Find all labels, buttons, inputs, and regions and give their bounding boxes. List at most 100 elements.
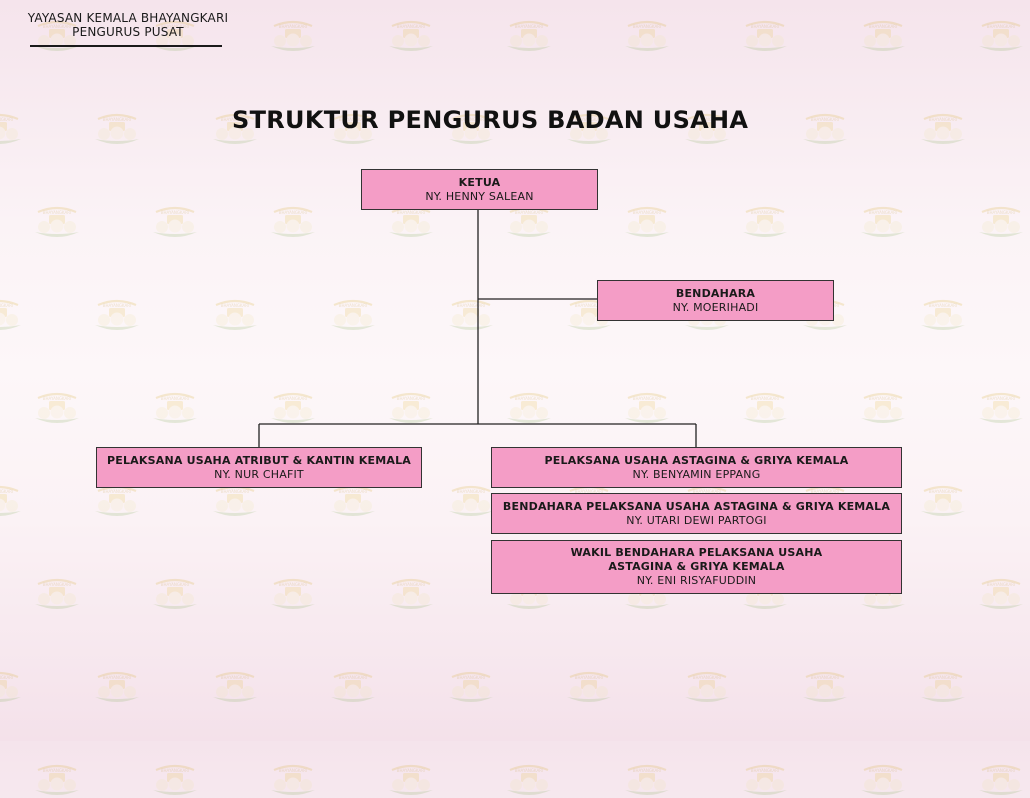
emblem-watermark-icon: BHAYANGKARI xyxy=(449,299,493,330)
emblem-watermark-icon: BHAYANGKARI xyxy=(271,578,315,609)
node-bendahara-astagina: BENDAHARA PELAKSANA USAHA ASTAGINA & GRI… xyxy=(491,493,902,534)
emblem-watermark-icon: BHAYANGKARI xyxy=(507,20,551,51)
emblem-watermark-icon: BHAYANGKARI xyxy=(213,113,257,144)
svg-text:BHAYANGKARI: BHAYANGKARI xyxy=(339,675,367,680)
emblem-watermark-icon: BHAYANGKARI xyxy=(625,764,669,795)
svg-text:BHAYANGKARI: BHAYANGKARI xyxy=(515,396,543,401)
svg-text:BHAYANGKARI: BHAYANGKARI xyxy=(457,117,485,122)
svg-text:BHAYANGKARI: BHAYANGKARI xyxy=(161,210,189,215)
svg-text:BHAYANGKARI: BHAYANGKARI xyxy=(987,210,1015,215)
node-role: PELAKSANA USAHA ASTAGINA & GRIYA KEMALA xyxy=(544,453,849,467)
emblem-watermark-icon: BHAYANGKARI xyxy=(95,485,139,516)
emblem-watermark-icon: BHAYANGKARI xyxy=(153,20,197,51)
emblem-watermark-icon: BHAYANGKARI xyxy=(685,113,729,144)
svg-text:BHAYANGKARI: BHAYANGKARI xyxy=(929,489,957,494)
svg-text:BHAYANGKARI: BHAYANGKARI xyxy=(693,489,721,494)
emblem-watermark-icon: BHAYANGKARI xyxy=(861,206,905,237)
svg-text:BHAYANGKARI: BHAYANGKARI xyxy=(575,675,603,680)
emblem-watermark-icon: BHAYANGKARI xyxy=(389,764,433,795)
emblem-watermark-icon: BHAYANGKARI xyxy=(625,206,669,237)
node-bendahara: BENDAHARA NY. MOERIHADI xyxy=(597,280,834,321)
svg-text:BHAYANGKARI: BHAYANGKARI xyxy=(279,768,307,773)
svg-text:BHAYANGKARI: BHAYANGKARI xyxy=(279,210,307,215)
node-wakil-bendahara: WAKIL BENDAHARA PELAKSANA USAHA ASTAGINA… xyxy=(491,540,902,594)
node-person: NY. BENYAMIN EPPANG xyxy=(632,467,761,481)
emblem-watermark-icon: BHAYANGKARI xyxy=(979,764,1023,795)
emblem-watermark-icon: BHAYANGKARI xyxy=(331,299,375,330)
emblem-watermark-icon: BHAYANGKARI xyxy=(35,206,79,237)
svg-text:BHAYANGKARI: BHAYANGKARI xyxy=(279,396,307,401)
svg-text:BHAYANGKARI: BHAYANGKARI xyxy=(869,210,897,215)
svg-text:BHAYANGKARI: BHAYANGKARI xyxy=(0,675,13,680)
svg-text:BHAYANGKARI: BHAYANGKARI xyxy=(339,489,367,494)
svg-text:BHAYANGKARI: BHAYANGKARI xyxy=(0,117,13,122)
svg-text:BHAYANGKARI: BHAYANGKARI xyxy=(575,489,603,494)
svg-text:BHAYANGKARI: BHAYANGKARI xyxy=(633,396,661,401)
svg-text:BHAYANGKARI: BHAYANGKARI xyxy=(161,768,189,773)
emblem-watermark-icon: BHAYANGKARI xyxy=(213,671,257,702)
emblem-watermark-icon: BHAYANGKARI xyxy=(271,20,315,51)
emblem-watermark-icon: BHAYANGKARI xyxy=(271,206,315,237)
emblem-watermark-icon: BHAYANGKARI xyxy=(507,764,551,795)
emblem-watermark-icon: BHAYANGKARI xyxy=(685,671,729,702)
emblem-watermark-icon: BHAYANGKARI xyxy=(213,485,257,516)
svg-text:BHAYANGKARI: BHAYANGKARI xyxy=(43,582,71,587)
svg-text:BHAYANGKARI: BHAYANGKARI xyxy=(987,24,1015,29)
node-role: WAKIL BENDAHARA PELAKSANA USAHA ASTAGINA… xyxy=(570,546,823,573)
emblem-watermark-icon: BHAYANGKARI xyxy=(213,299,257,330)
emblem-watermark-icon: BHAYANGKARI xyxy=(449,113,493,144)
svg-text:BHAYANGKARI: BHAYANGKARI xyxy=(811,117,839,122)
svg-text:BHAYANGKARI: BHAYANGKARI xyxy=(279,582,307,587)
svg-text:BHAYANGKARI: BHAYANGKARI xyxy=(987,396,1015,401)
emblem-watermark-icon: BHAYANGKARI xyxy=(153,764,197,795)
svg-text:BHAYANGKARI: BHAYANGKARI xyxy=(397,768,425,773)
emblem-watermark-icon: BHAYANGKARI xyxy=(861,392,905,423)
svg-text:BHAYANGKARI: BHAYANGKARI xyxy=(43,24,71,29)
watermark-pattern: BHAYANGKARI BHAYANGKARI BHAYANGKARI BHAYANG… xyxy=(0,20,1023,795)
svg-text:BHAYANGKARI: BHAYANGKARI xyxy=(811,489,839,494)
svg-text:BHAYANGKARI: BHAYANGKARI xyxy=(397,582,425,587)
node-person: NY. MOERIHADI xyxy=(672,300,759,314)
emblem-watermark-icon: BHAYANGKARI xyxy=(35,20,79,51)
node-pelaksana-atribut: PELAKSANA USAHA ATRIBUT & KANTIN KEMALA … xyxy=(96,447,422,488)
emblem-watermark-icon: BHAYANGKARI xyxy=(567,671,611,702)
emblem-watermark-icon: BHAYANGKARI xyxy=(95,113,139,144)
emblem-watermark-icon: BHAYANGKARI xyxy=(271,764,315,795)
node-role: BENDAHARA PELAKSANA USAHA ASTAGINA & GRI… xyxy=(502,499,891,513)
svg-text:BHAYANGKARI: BHAYANGKARI xyxy=(0,489,13,494)
node-role: BENDAHARA xyxy=(675,286,756,300)
emblem-watermark-icon: BHAYANGKARI xyxy=(35,392,79,423)
svg-text:BHAYANGKARI: BHAYANGKARI xyxy=(339,117,367,122)
org-subname: PENGURUS PUSAT xyxy=(72,25,184,39)
svg-text:BHAYANGKARI: BHAYANGKARI xyxy=(515,24,543,29)
node-person: NY. HENNY SALEAN xyxy=(425,189,534,203)
connector-lines xyxy=(258,209,697,447)
svg-text:BHAYANGKARI: BHAYANGKARI xyxy=(751,24,779,29)
emblem-watermark-icon: BHAYANGKARI xyxy=(331,113,375,144)
svg-text:BHAYANGKARI: BHAYANGKARI xyxy=(397,210,425,215)
svg-text:BHAYANGKARI: BHAYANGKARI xyxy=(869,396,897,401)
svg-text:BHAYANGKARI: BHAYANGKARI xyxy=(751,768,779,773)
emblem-watermark-icon: BHAYANGKARI xyxy=(331,485,375,516)
svg-text:BHAYANGKARI: BHAYANGKARI xyxy=(103,489,131,494)
svg-text:BHAYANGKARI: BHAYANGKARI xyxy=(575,117,603,122)
page-title: STRUKTUR PENGURUS BADAN USAHA xyxy=(232,106,749,134)
node-person: NY. NUR CHAFIT xyxy=(214,467,304,481)
emblem-watermark-icon: BHAYANGKARI xyxy=(153,206,197,237)
svg-text:BHAYANGKARI: BHAYANGKARI xyxy=(43,396,71,401)
svg-text:BHAYANGKARI: BHAYANGKARI xyxy=(515,210,543,215)
svg-text:BHAYANGKARI: BHAYANGKARI xyxy=(515,768,543,773)
emblem-watermark-icon: BHAYANGKARI xyxy=(979,578,1023,609)
svg-text:BHAYANGKARI: BHAYANGKARI xyxy=(633,768,661,773)
svg-text:BHAYANGKARI: BHAYANGKARI xyxy=(161,582,189,587)
svg-text:BHAYANGKARI: BHAYANGKARI xyxy=(457,489,485,494)
emblem-watermark-icon: BHAYANGKARI xyxy=(0,113,21,144)
svg-text:BHAYANGKARI: BHAYANGKARI xyxy=(279,24,307,29)
emblem-watermark-icon: BHAYANGKARI xyxy=(743,206,787,237)
emblem-watermark-icon: BHAYANGKARI xyxy=(979,392,1023,423)
emblem-watermark-icon: BHAYANGKARI xyxy=(271,392,315,423)
emblem-watermark-icon: BHAYANGKARI xyxy=(861,764,905,795)
emblem-watermark-icon: BHAYANGKARI xyxy=(743,392,787,423)
node-person: NY. ENI RISYAFUDDIN xyxy=(636,574,757,587)
svg-text:BHAYANGKARI: BHAYANGKARI xyxy=(869,768,897,773)
